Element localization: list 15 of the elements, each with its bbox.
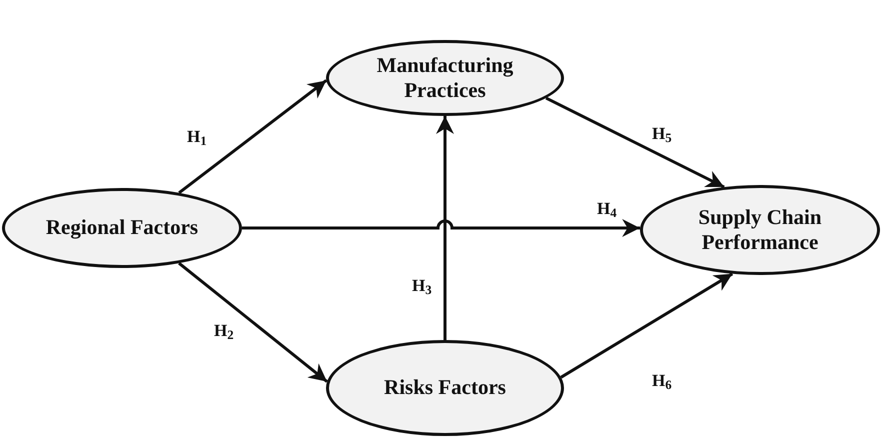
arrow	[436, 116, 454, 340]
node-label: Supply Chain Performance	[697, 204, 823, 256]
edge-label: H$_{3}$	[410, 277, 434, 294]
edge-label: H$_{1}$	[185, 128, 209, 145]
node-label: Regional Factors	[46, 215, 198, 241]
arrow	[178, 262, 328, 383]
arrow	[242, 219, 640, 237]
edge-label: H$_{5}$	[650, 125, 674, 142]
edge-label: H$_{6}$	[650, 372, 674, 389]
edge-label: H$_{2}$	[212, 322, 236, 339]
arrow	[560, 272, 734, 379]
node-label: Risks Factors	[384, 375, 506, 401]
edge-label: H$_{4}$	[595, 200, 619, 217]
node-label: Manufacturing Practices	[376, 52, 514, 104]
arrow	[178, 79, 328, 194]
